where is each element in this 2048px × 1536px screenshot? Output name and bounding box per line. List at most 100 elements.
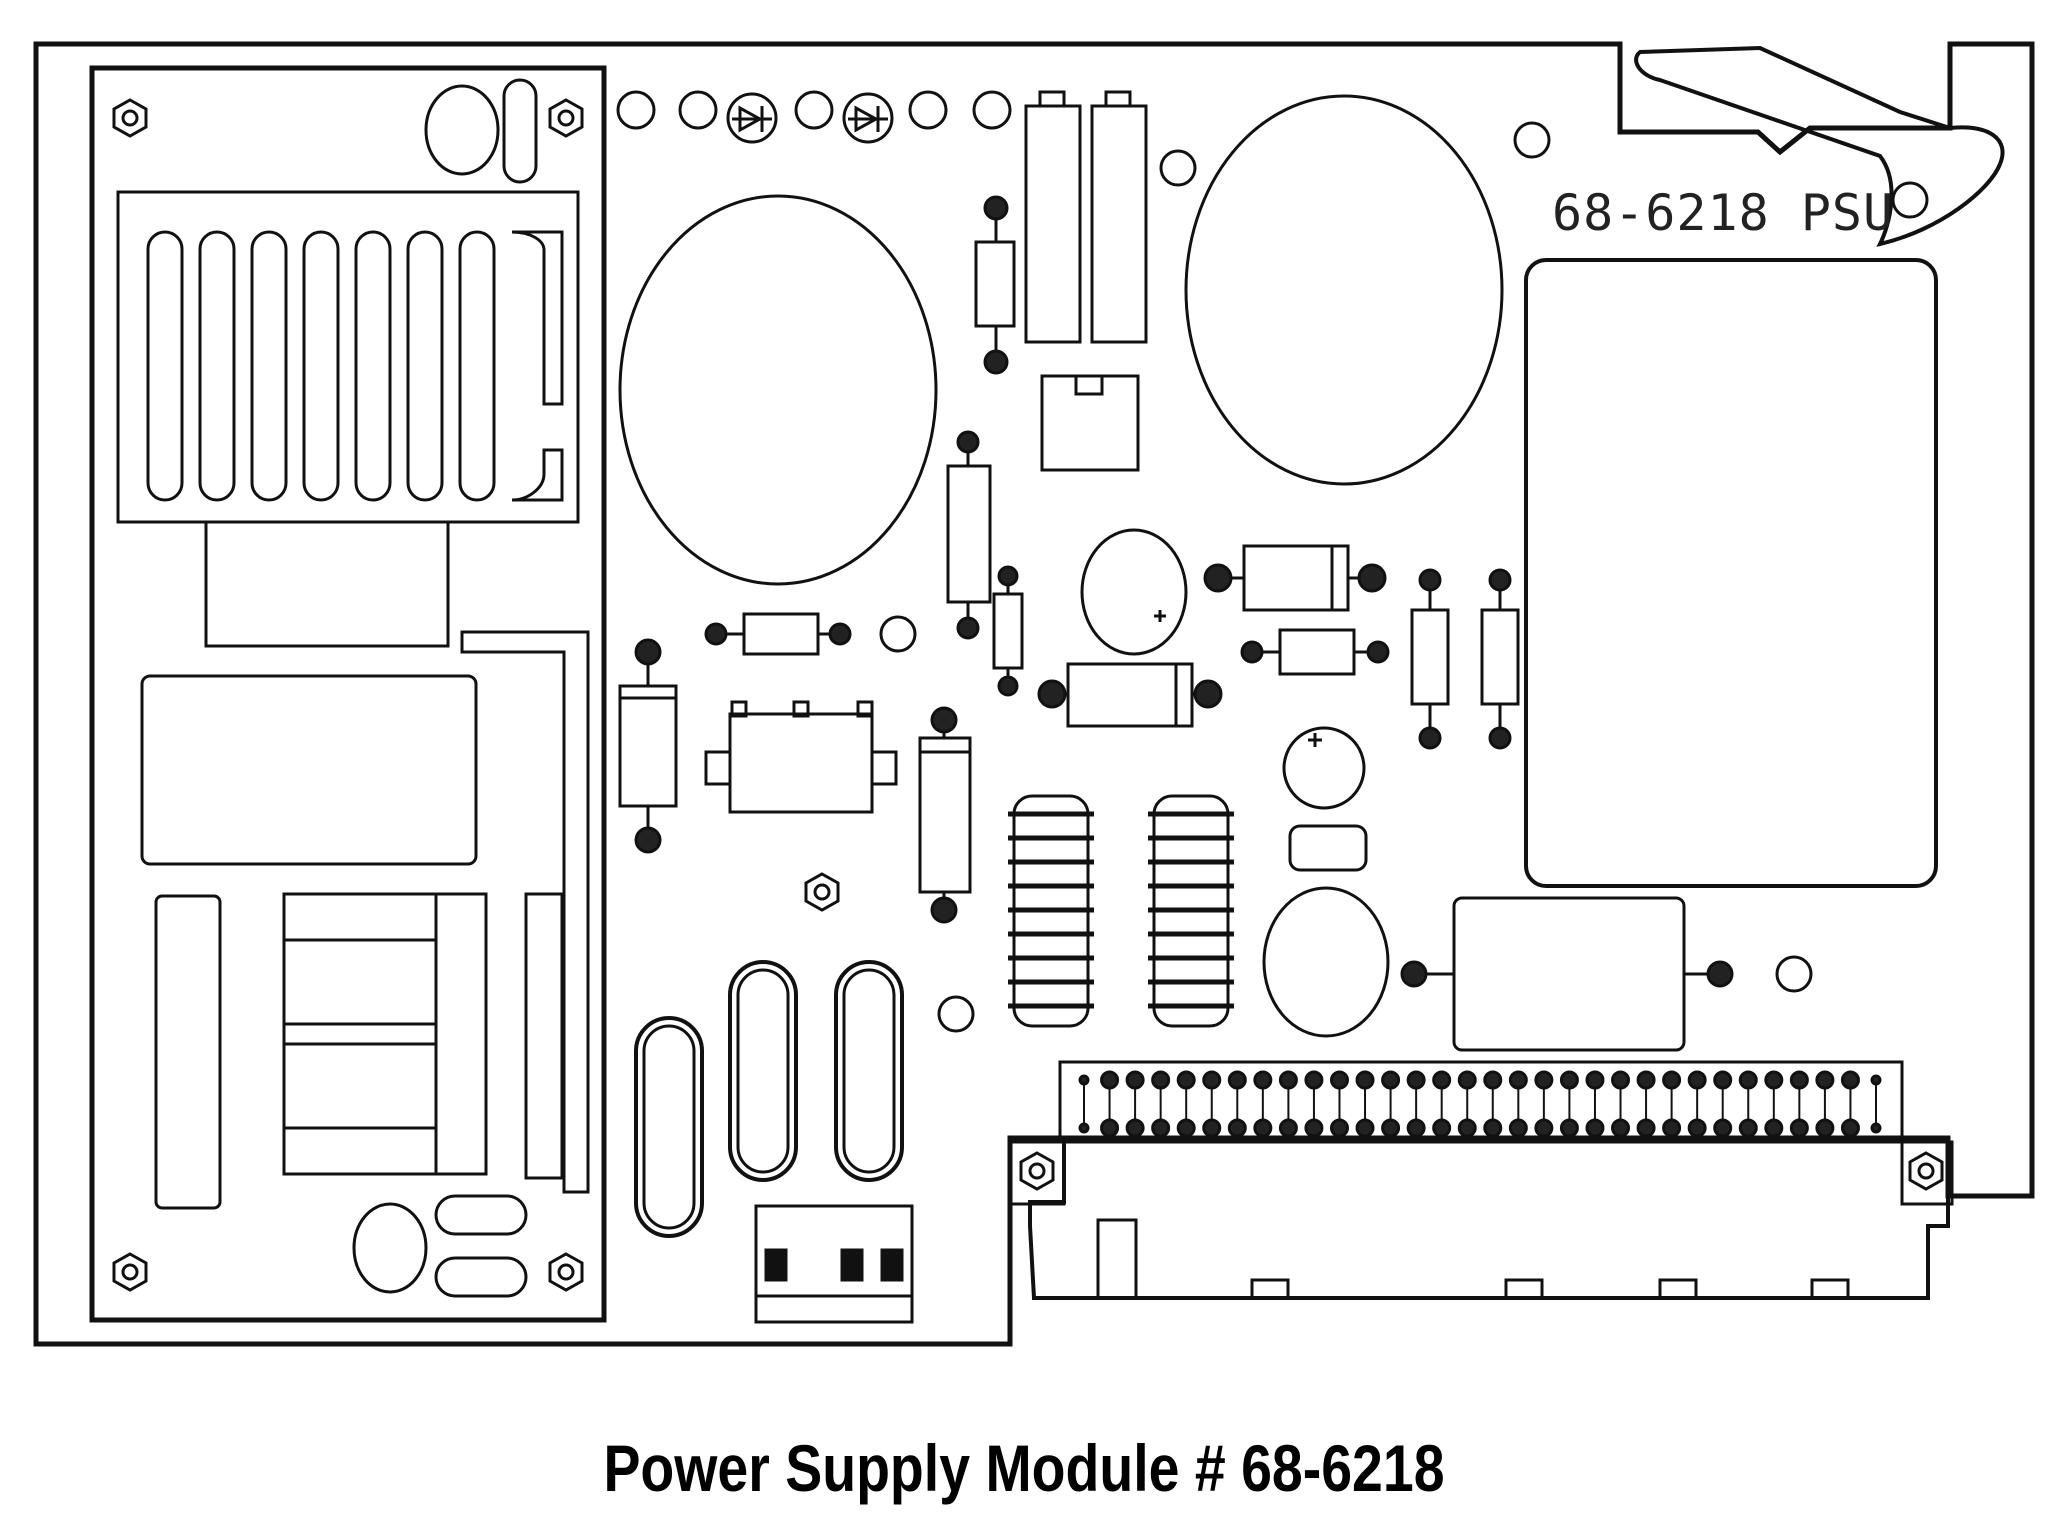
standoff-nut [804,872,840,912]
fuse-bottom-1 [434,1194,528,1236]
connector-pin [1125,1118,1145,1138]
mounting-nut-bottom-right [548,1252,584,1292]
vertical-capacitor-2 [1090,104,1148,344]
diode-vertical-center [918,706,972,924]
connector-pin [1151,1118,1171,1138]
connector-pin [1840,1070,1860,1090]
connector-nut-left [1008,1140,1066,1206]
connector-pin [1227,1070,1247,1090]
connector-pin [1585,1070,1605,1090]
led-diode-1 [726,92,778,144]
left-module-frame [89,65,607,1323]
inductor-left [1008,794,1094,1028]
connector-pin [1662,1070,1682,1090]
connector-pin [1329,1118,1349,1138]
heatsink [116,190,580,524]
connector-pin [1662,1118,1682,1138]
connector-pin [1559,1118,1579,1138]
hole [1513,121,1551,159]
ic-package [1040,374,1140,472]
capacitor-bottom [352,1202,428,1294]
tall-capacitor [524,892,564,1180]
hole [1159,149,1197,187]
connector-pin [1253,1070,1273,1090]
connector-pin [1278,1070,1298,1090]
connector-pin [1870,1074,1882,1086]
electrolytic-capacitor-right [1184,94,1504,486]
resistor-horizontal-1 [704,612,852,656]
resistor-horizontal-2 [1240,628,1390,676]
resistor-vertical-3 [1410,568,1450,750]
cap-top-tab [1104,90,1132,108]
connector-pin [1713,1118,1733,1138]
connector-pin [1078,1122,1090,1134]
connector-pin [1815,1118,1835,1138]
connector-pin [1176,1118,1196,1138]
connector-pin [1559,1070,1579,1090]
capacitor-round [424,84,500,176]
fuse-holder-1 [634,1016,704,1238]
hole [1775,955,1813,993]
connector-pin [1508,1070,1528,1090]
connector-pin [1329,1070,1349,1090]
connector-pin [1534,1118,1554,1138]
diagram-caption: Power Supply Module # 68-6218 [603,1431,1445,1505]
connector-pin [1304,1070,1324,1090]
connector-nut-right [1900,1140,1954,1206]
connector-pin [1870,1122,1882,1134]
capacitor-small [1282,726,1366,810]
axial-capacitor [1400,896,1734,1052]
board-silkscreen-label: 68-6218 PSU [1552,184,1894,242]
ejector-latch [1634,45,2005,247]
mounting-nut-bottom-left [112,1252,148,1292]
connector-pin [1789,1118,1809,1138]
heatsink-fins [146,230,564,502]
diode-small-vertical [992,565,1024,697]
relay-block [140,674,478,866]
connector-pin [1432,1118,1452,1138]
edge-connector [1010,1060,1950,1300]
connector-pin [1713,1070,1733,1090]
connector-pin [1687,1118,1707,1138]
latch-hole [1891,181,1929,219]
connector-pin [1483,1118,1503,1138]
connector-pin [1406,1070,1426,1090]
fuse-holder-3-inner [842,968,896,1174]
connector-pin [1381,1070,1401,1090]
connector-pin [1355,1118,1375,1138]
connector-pin [1764,1070,1784,1090]
side-capacitor [154,894,222,1210]
connector-pin [1202,1070,1222,1090]
fuse-small [1288,824,1368,872]
fuse-holder-1-inner [642,1024,696,1230]
connector-pin [1125,1070,1145,1090]
led-diode-2 [842,92,894,144]
connector-pin [1636,1070,1656,1090]
diode-horizontal-2 [1037,662,1223,728]
regulator [704,700,898,814]
transformer-right [1524,258,1938,888]
connector-pin [1636,1118,1656,1138]
connector-pin [1815,1070,1835,1090]
fuse-oval [502,78,538,184]
power-device-tab [204,520,450,648]
connector-pin [1100,1070,1120,1090]
connector-pin [1432,1070,1452,1090]
mounting-nut-top-left [112,98,148,138]
connector-pin [1100,1118,1120,1138]
capacitor-round-low [1262,886,1390,1038]
connector-pin [1508,1118,1528,1138]
connector-pin [1078,1074,1090,1086]
connector-pin [1738,1070,1758,1090]
mounting-nut-top-right [548,98,584,138]
connector-pin [1611,1070,1631,1090]
fuse-holder-3 [834,960,904,1182]
connector-pin [1611,1118,1631,1138]
lead-wire [460,630,590,1194]
connector-pin [1764,1118,1784,1138]
connector-pin [1840,1118,1860,1138]
top-pads [616,90,1012,130]
connector-pin [1227,1118,1247,1138]
